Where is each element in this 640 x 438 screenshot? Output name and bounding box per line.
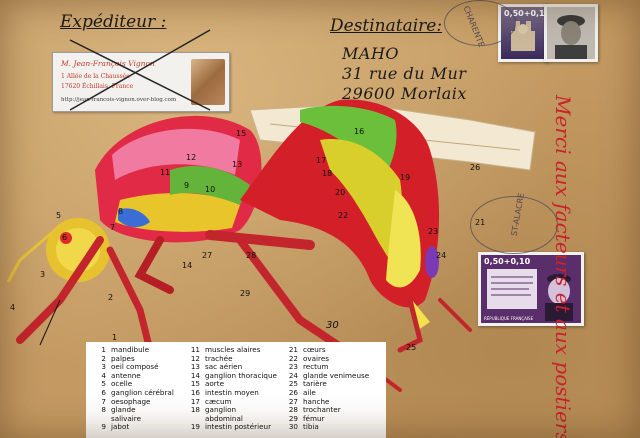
callout-1: 1	[112, 333, 117, 342]
callout-10: 10	[205, 185, 215, 194]
officer-portrait-icon	[487, 269, 573, 321]
postmark-top	[444, 0, 516, 46]
callout-7: 7	[110, 223, 115, 232]
callout-15: 15	[236, 129, 246, 138]
callout-30: 30	[326, 320, 339, 331]
sender-card-picture	[191, 59, 225, 105]
callout-4: 4	[10, 303, 15, 312]
callout-2: 2	[108, 293, 113, 302]
postmark-bottom	[470, 196, 558, 254]
stamp-bottom-caption: RÉPUBLIQUE FRANÇAISE	[484, 316, 534, 321]
callout-labels: 1 2 3 4 5 6 7 8 9 10 11 12 13 14 15 16 1…	[10, 127, 485, 381]
callout-13: 13	[232, 160, 242, 169]
sender-website: http://jean-francois-vignon.over-blog.co…	[61, 97, 177, 103]
sender-label: Expéditeur :	[60, 12, 167, 32]
callout-23: 23	[428, 227, 438, 236]
callout-5: 5	[56, 211, 61, 220]
sender-card: M. Jean-François Vignon 1 Allée de la Ch…	[52, 52, 230, 112]
callout-3: 3	[40, 270, 45, 279]
callout-21: 21	[475, 218, 485, 227]
callout-27: 27	[202, 251, 212, 260]
callout-20: 20	[335, 188, 345, 197]
legend-item: salivaire	[111, 413, 142, 423]
sender-address-line2: 17620 Échillais, France	[61, 83, 134, 90]
legend-item: abdominal	[205, 413, 243, 423]
sender-address-line1: 1 Allée de la Chaussée	[61, 73, 130, 80]
callout-22: 22	[338, 211, 348, 220]
sender-name: M. Jean-François Vignon	[61, 59, 155, 68]
callout-29: 29	[240, 289, 250, 298]
recipient-street: 31 rue du Mur	[342, 64, 467, 83]
callout-9: 9	[184, 181, 189, 190]
stamp-basilica: 0,50+0,10	[498, 4, 548, 62]
callout-11: 11	[160, 168, 170, 177]
stamp-value: 0,50+0,10	[504, 9, 545, 18]
callout-12: 12	[186, 153, 196, 162]
callout-14: 14	[182, 261, 192, 270]
callout-24: 24	[436, 251, 446, 260]
basilica-icon	[511, 21, 535, 51]
callout-18: 18	[322, 169, 332, 178]
recipient-name: MAHO	[342, 44, 400, 63]
callout-26: 26	[470, 163, 480, 172]
callout-25: 25	[406, 343, 416, 352]
callout-17: 17	[316, 156, 326, 165]
callout-19: 19	[400, 173, 410, 182]
stamp-bottom-value: 0,50+0,10	[484, 257, 531, 266]
callout-8: 8	[118, 207, 123, 216]
callout-16: 16	[354, 127, 364, 136]
recipient-city: 29600 Morlaix	[342, 84, 467, 103]
recipient-label: Destinataire:	[330, 16, 443, 36]
general-portrait-icon	[547, 7, 595, 59]
callout-6: 6	[62, 233, 67, 242]
callout-28: 28	[246, 251, 256, 260]
stamp-portrait-top	[544, 4, 598, 62]
stamp-portrait-bottom: 0,50+0,10 RÉPUBLIQUE FRANÇAISE	[478, 252, 584, 326]
